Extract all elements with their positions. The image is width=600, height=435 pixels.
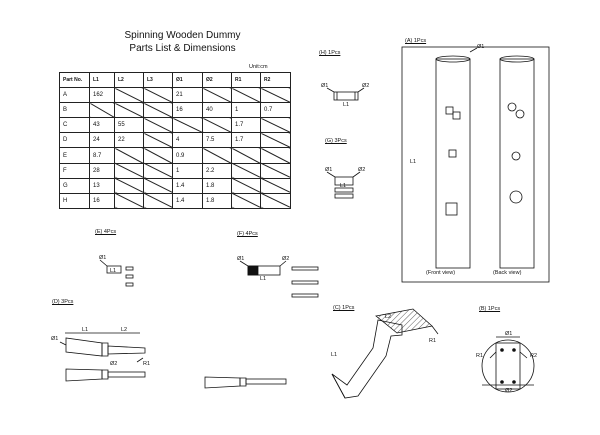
part-b-caption: (B) 1Pcs	[479, 306, 501, 312]
part-b-label-d2: Ø2	[505, 388, 512, 394]
table-cell	[260, 87, 291, 104]
table-cell	[143, 177, 173, 194]
part-a-view	[401, 46, 550, 283]
part-d-view	[59, 332, 287, 389]
part-g-label-d1: Ø1	[325, 167, 332, 173]
part-d-label-l1: L1	[82, 327, 88, 333]
part-d-label-d1: Ø1	[51, 336, 58, 342]
unit-label: Unit:cm	[249, 64, 268, 70]
table-cell	[143, 87, 173, 104]
table-cell: 1.4	[172, 192, 203, 209]
table-cell	[143, 132, 173, 149]
table-cell	[260, 162, 291, 179]
part-b-view	[481, 336, 535, 393]
part-e-view	[99, 259, 134, 287]
part-f-view	[239, 260, 319, 298]
part-h-caption: (H) 1Pcs	[319, 50, 341, 56]
diagram-title: Spinning Wooden Dummy	[124, 30, 241, 41]
part-b-label-d1: Ø1	[505, 331, 512, 337]
part-g-label-d2: Ø2	[358, 167, 365, 173]
table-cell	[143, 192, 173, 209]
part-c-label-l1: L1	[331, 352, 337, 358]
part-c-label-l2: L2	[385, 314, 391, 320]
table-cell	[260, 192, 291, 209]
part-d-label-r1: R1	[143, 361, 150, 367]
part-e-label-d1: Ø1	[99, 255, 106, 261]
part-g-view	[326, 171, 361, 199]
part-b-label-r2: R2	[530, 353, 537, 359]
table-cell	[231, 192, 261, 209]
part-f-label-d2: Ø2	[282, 256, 289, 262]
part-c-caption: (C) 1Pcs	[333, 305, 355, 311]
part-a-label-l1: L1	[410, 159, 416, 165]
part-h-label-l1: L1	[343, 102, 349, 108]
part-b-label-r1: R1	[476, 353, 483, 359]
part-e-label-l1: L1	[110, 268, 116, 274]
table-cell	[202, 147, 232, 164]
part-f-label-d1: Ø1	[237, 256, 244, 262]
part-h-label-d2: Ø2	[362, 83, 369, 89]
table-cell	[231, 147, 261, 164]
part-a-label-d1: Ø1	[477, 44, 484, 50]
table-cell	[114, 192, 144, 209]
part-c-label-r1: R1	[429, 338, 436, 344]
diagram-subtitle: Parts List & Dimensions	[129, 43, 236, 54]
part-d-label-l2: L2	[121, 327, 127, 333]
part-c-view	[331, 308, 439, 399]
part-d-label-d2: Ø2	[110, 361, 117, 367]
table-cell	[231, 162, 261, 179]
part-h-label-d1: Ø1	[321, 83, 328, 89]
part-d-caption: (D) 3Pcs	[52, 299, 74, 305]
table-cell	[260, 132, 291, 149]
part-g-caption: (G) 3Pcs	[325, 138, 347, 144]
part-f-caption: (F) 4Pcs	[237, 231, 258, 237]
part-a-front-caption: (Front view)	[426, 270, 455, 276]
part-a-caption: (A) 1Pcs	[405, 38, 427, 44]
part-h-view	[326, 87, 365, 101]
table-cell	[260, 177, 291, 194]
part-a-back-caption: (Back view)	[493, 270, 522, 276]
table-cell	[143, 162, 173, 179]
part-e-caption: (E) 4Pcs	[95, 229, 117, 235]
part-f-label-l1: L1	[260, 276, 266, 282]
part-g-label-l1: L1	[340, 183, 346, 189]
table-cell	[143, 147, 173, 164]
table-cell	[89, 102, 115, 119]
table-cell	[143, 102, 173, 119]
